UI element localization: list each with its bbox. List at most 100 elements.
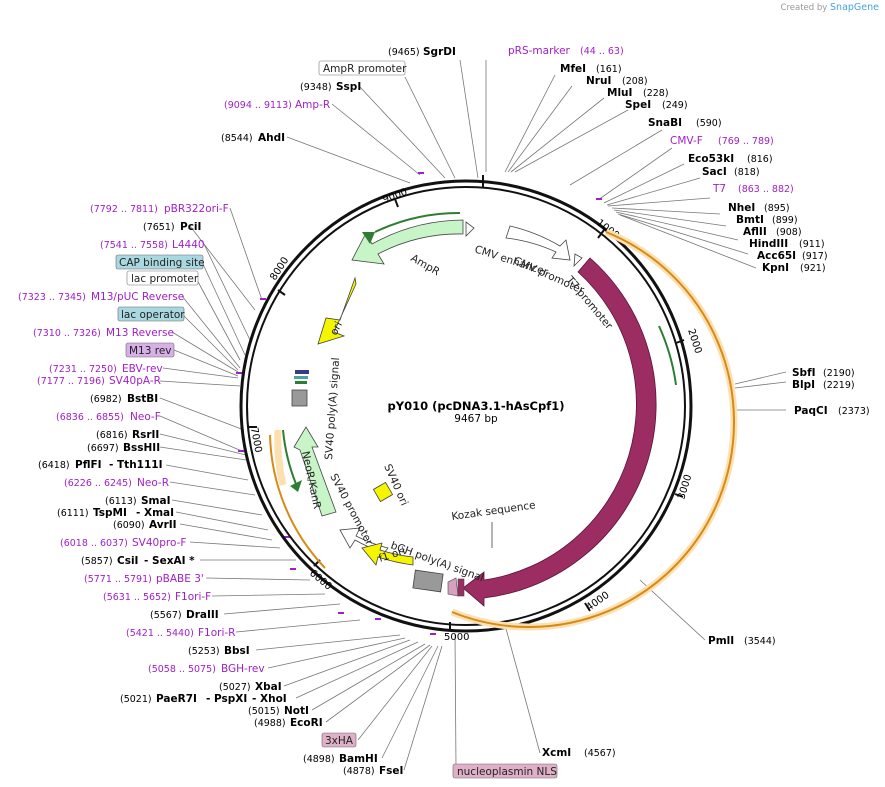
bgh-polya-feature[interactable] <box>412 569 444 593</box>
lac-promoter-label-box <box>126 270 199 286</box>
ha-label-box <box>321 732 357 748</box>
primer-sv40pa: SV40pA-R <box>109 375 161 387</box>
range-sv40pa: (7177 .. 7196) <box>37 376 105 387</box>
primer-pbr322: pBR322ori-F <box>164 203 229 215</box>
nls-feature[interactable] <box>457 578 465 597</box>
lac-operator-marker <box>295 370 309 374</box>
backbone-outer <box>239 179 693 633</box>
num-nhei: (895) <box>764 203 790 214</box>
label-cap: CAP binding site <box>119 257 205 269</box>
misc-marker <box>295 381 307 384</box>
num-avrii: (6090) <box>113 520 145 531</box>
num-spei: (249) <box>662 100 688 111</box>
feature-shapes <box>282 211 677 607</box>
enzyme-eco53ki: Eco53kI <box>688 153 734 165</box>
enzyme-ahdi: AhdI <box>258 132 285 144</box>
enzyme-nhei: NheI <box>728 202 755 214</box>
sv40-ori-feature[interactable] <box>372 481 394 503</box>
primer-m13puc: M13/pUC Reverse <box>91 291 184 303</box>
num-nrui: (208) <box>622 76 648 87</box>
primer-l4440: L4440 <box>172 239 205 251</box>
enzyme-xmai: - XmaI <box>136 507 174 519</box>
enzyme-ecori: EcoRI <box>290 717 323 729</box>
enzyme-paer7i: PaeR7I <box>156 693 197 705</box>
label-sv40-polya: SV40 poly(A) signal <box>323 357 342 460</box>
enzyme-bstbi: BstBI <box>127 393 158 405</box>
primer-pbabe: pBABE 3' <box>156 573 204 585</box>
primer-bands <box>269 228 738 631</box>
num-csii: (5857) <box>81 556 113 567</box>
enzyme-kpni: KpnI <box>762 262 789 274</box>
snapgene-credit: Created by SnapGene <box>780 2 879 13</box>
enzyme-sexai: - SexAI * <box>144 555 195 567</box>
range-amprp: (9094 .. 9113) <box>224 100 292 111</box>
ori-feature[interactable] <box>317 276 357 345</box>
enzyme-bbsi: BbsI <box>224 645 250 657</box>
range-m13puc: (7323 .. 7345) <box>18 292 86 303</box>
num-ecori: (4988) <box>254 718 286 729</box>
enzyme-fsei: FseI <box>379 765 403 777</box>
neor-feature[interactable] <box>293 426 337 517</box>
enzyme-hindiii: HindIII <box>749 238 788 250</box>
enzyme-bamhi: BamHI <box>339 753 378 765</box>
primer-bghrev: BGH-rev <box>221 663 265 675</box>
num-noti: (5015) <box>248 706 280 717</box>
enzyme-xhoi: - XhoI <box>252 693 287 705</box>
num-sgrdi: (9465) <box>388 47 420 58</box>
enzyme-spei: SpeI <box>625 99 651 111</box>
primer-neof: Neo-F <box>130 411 161 423</box>
label-ha: 3xHA <box>325 735 354 747</box>
num-bamhi: (4898) <box>303 754 335 765</box>
num-hindiii: (911) <box>799 239 825 250</box>
ampr-promoter-feature[interactable] <box>465 221 475 237</box>
ampr-feature[interactable] <box>351 219 464 265</box>
range-neor: (6226 .. 6245) <box>64 478 132 489</box>
cap-label-box <box>115 254 204 270</box>
primer-amprp: Amp-R <box>295 99 330 111</box>
primer-sv40pro: SV40pro-F <box>132 537 186 549</box>
enzyme-bmti: BmtI <box>736 214 764 226</box>
sv40-polya-feature[interactable] <box>291 389 308 407</box>
num-pmli: (3544) <box>744 636 776 647</box>
enzyme-pflfi: PflFI <box>75 459 102 471</box>
num-mfei: (161) <box>596 64 622 75</box>
enzyme-pmli: PmlI <box>708 635 734 647</box>
range-f1orir: (5421 .. 5440) <box>126 628 194 639</box>
enzyme-sbfi: SbfI <box>792 367 816 379</box>
f1-ori-feature[interactable] <box>361 542 414 566</box>
num-rsrii: (6816) <box>96 430 128 441</box>
primer-prs: pRS-marker <box>508 45 571 57</box>
tick-7000: 7000 <box>248 427 263 454</box>
ha-tag-feature[interactable] <box>447 577 459 597</box>
enzyme-besshii: BssHII <box>123 442 160 454</box>
range-f1orif: (5631 .. 5652) <box>103 592 171 603</box>
t7-promoter-feature[interactable] <box>573 253 583 268</box>
num-paer7i: (5021) <box>120 694 152 705</box>
range-sv40pro: (6018 .. 6037) <box>60 538 128 549</box>
cmv-enhancer-feature[interactable] <box>505 225 571 261</box>
ampr-promoter-label-box <box>318 60 406 76</box>
num-blpi: (2219) <box>823 380 855 391</box>
range-prs: (44 .. 63) <box>580 46 624 57</box>
num-paqci: (2373) <box>838 406 870 417</box>
range-pbr322: (7792 .. 7811) <box>90 204 158 215</box>
ascpf1-feature[interactable] <box>462 257 657 607</box>
enzyme-sspi: SspI <box>336 81 361 93</box>
primer-f1orif: F1ori-F <box>175 591 211 603</box>
range-pbabe: (5771 .. 5791) <box>84 574 152 585</box>
label-kozak: Kozak sequence <box>451 499 537 523</box>
tick-5000: 5000 <box>444 632 469 643</box>
nls-label-box <box>452 763 558 779</box>
range-neof: (6836 .. 6855) <box>56 412 124 423</box>
label-ampr: AmpR <box>409 252 442 278</box>
backbone-inner <box>246 186 686 626</box>
label-nls: nucleoplasmin NLS <box>457 766 557 778</box>
num-bbsi: (5253) <box>188 646 220 657</box>
enzyme-smai: SmaI <box>141 495 171 507</box>
enzyme-pcii: PciI <box>180 221 201 233</box>
num-draiii: (5567) <box>150 610 182 621</box>
primer-m13r: M13 Reverse <box>106 327 174 339</box>
primer-cmvf: CMV-F <box>670 135 703 147</box>
label-m13rev: M13 rev <box>129 345 172 357</box>
